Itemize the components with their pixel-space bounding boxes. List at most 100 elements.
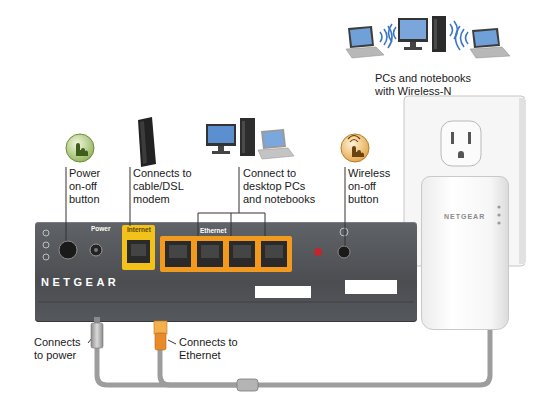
callout-label: Connects to power [34,336,90,362]
wave-arc [461,29,465,47]
callout-label: Connects to cable/DSL modem [133,167,199,206]
laptop-screen [472,28,500,48]
internet-port [127,240,150,263]
leader-lines [66,167,345,344]
leader-line [168,340,176,344]
pc-tower-highlight [242,121,245,153]
wave-arc [454,21,458,39]
ethernet-plug [154,321,167,334]
laptop-screen [261,129,286,149]
monitor-screen [208,126,234,143]
ethernet-port-block [160,236,292,272]
monitor-stand [218,146,224,151]
laptop-base [470,47,510,58]
power-button-icon [66,134,94,162]
brand-logo: NETGEAR [444,213,485,220]
ethernet-port-inner [201,245,219,258]
internet-port-surround [122,225,155,270]
monitor-screen [400,20,426,39]
ethernet-cable [160,322,490,385]
wireless-computers [346,16,510,58]
port-label: Internet [127,227,151,234]
wave-arc [384,29,387,45]
wireless-button-icon [341,134,369,162]
status-led [497,213,500,216]
ethernet-port [197,241,223,267]
power-button [59,241,77,259]
monitor-foot [212,151,230,154]
product-sticker [345,280,397,294]
wave-arc [388,26,392,48]
leader-line [88,338,92,343]
power-jack-pin [94,248,98,252]
icon-circle [341,134,369,162]
modem-icon [138,117,156,167]
brand-logo: NETGEAR [41,277,119,288]
wave-symbol [348,136,360,143]
product-sticker [255,286,311,298]
hand-symbol [76,143,88,156]
leader-line [66,167,67,241]
wave-arc [456,26,461,50]
outlet-socket [441,121,481,166]
router-panel: PowerInternetEthernetNETGEAR [35,222,417,322]
adapter-leds [497,205,500,224]
wave-arc [394,27,397,39]
wave-arc [450,24,453,36]
ethernet-port-inner [233,245,251,258]
outlet-slot [451,132,454,144]
ethernet-port-inner [265,245,283,258]
cert-mark [43,254,49,260]
ethernet-port-inner [169,245,187,258]
callout-label: Connects to Ethernet [179,336,243,362]
callout-label: Power on-off button [69,167,113,206]
desktop-notebook-icon [206,118,294,159]
powerline-adapter: NETGEAR [421,176,509,330]
logo-mark [340,228,348,236]
outlet-slot [468,132,471,144]
ethernet-plug-boot [155,333,166,350]
internet-port-inner [131,244,146,256]
callout-label: Wireless on-off button [348,167,398,206]
laptop-display [350,28,372,46]
leader-line [130,167,131,226]
leader-line [239,167,240,213]
monitor [206,124,236,146]
wave-arc [466,32,469,44]
reset-button [314,248,322,256]
pc-tower-highlight [434,19,437,49]
monitor [398,18,428,42]
modem-highlight [140,121,147,164]
cable-plugs [91,317,258,391]
power-jack [90,244,102,256]
router-ports [38,225,414,302]
ethernet-port [229,241,255,267]
status-led [497,205,500,208]
pc-tower [432,16,446,52]
ethernet-port [165,241,191,267]
ethernet-port [261,241,287,267]
cable-joiner [237,379,258,391]
laptop-display [263,131,284,147]
power-cable [97,346,246,385]
cert-mark [43,230,49,236]
wireless-button [338,246,350,258]
outlet-plate-side [519,98,525,264]
modem-body [138,117,156,167]
outlet-ground [458,151,464,158]
caption-label: PCs and notebooks with Wireless-N [375,72,487,98]
monitor-stand [410,42,416,47]
laptop-base [258,148,294,159]
status-led [497,221,500,224]
laptop-display [474,30,498,46]
monitor-foot [404,47,422,50]
port-bracket [198,213,265,236]
wireless-waves [380,21,468,50]
laptop-screen [348,26,374,48]
cert-mark [43,242,49,248]
port-label: Ethernet [200,228,226,235]
laptop-base [346,47,384,58]
icon-circle [66,134,94,162]
pc-tower [240,118,255,156]
